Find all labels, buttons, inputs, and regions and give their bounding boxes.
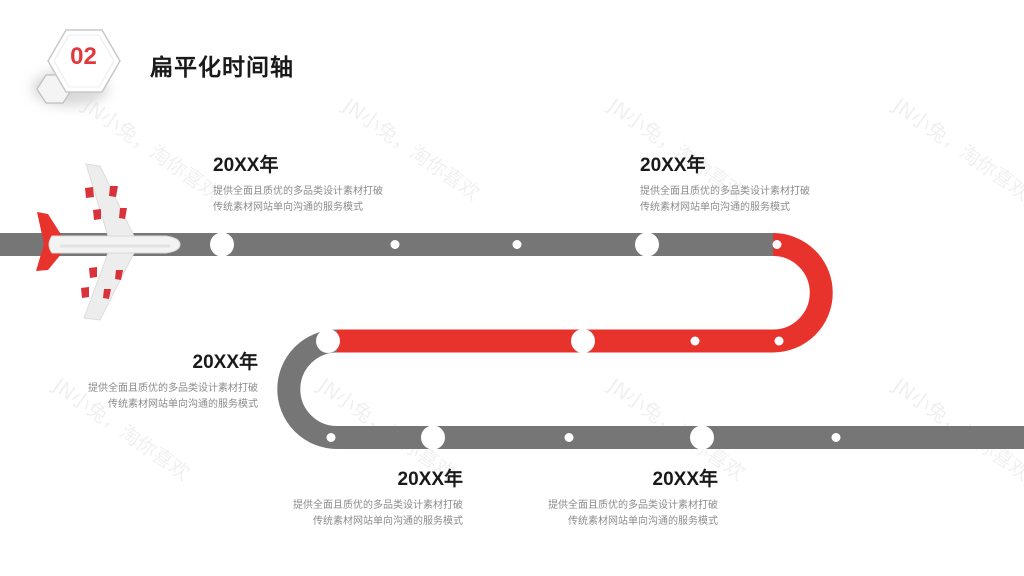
page-title: 扁平化时间轴 <box>150 55 294 81</box>
event-description: 传统素材网站单向沟通的服务模式 <box>568 516 718 527</box>
minor-dot <box>772 240 782 249</box>
minor-dot <box>390 240 400 249</box>
timeline-event: 20XX年 提供全面且质优的多品类设计素材打破 传统素材网站单向沟通的服务模式 <box>213 154 453 216</box>
event-description: 提供全面且质优的多品类设计素材打破 <box>293 500 463 511</box>
timeline-event: 20XX年 提供全面且质优的多品类设计素材打破 传统素材网站单向沟通的服务模式 <box>640 154 880 216</box>
event-description: 传统素材网站单向沟通的服务模式 <box>108 399 258 410</box>
timeline-event: 20XX年 提供全面且质优的多品类设计素材打破 传统素材网站单向沟通的服务模式 <box>223 468 463 530</box>
milestone-node <box>690 425 714 450</box>
event-description: 传统素材网站单向沟通的服务模式 <box>213 202 363 213</box>
minor-dot <box>564 433 574 442</box>
minor-dot <box>831 433 841 442</box>
event-year: 20XX年 <box>640 155 706 176</box>
milestone-node <box>571 329 595 353</box>
timeline-event: 20XX年 提供全面且质优的多品类设计素材打破 传统素材网站单向沟通的服务模式 <box>18 351 258 413</box>
event-description: 传统素材网站单向沟通的服务模式 <box>313 516 463 527</box>
timeline-event: 20XX年 提供全面且质优的多品类设计素材打破 传统素材网站单向沟通的服务模式 <box>478 468 718 530</box>
minor-dot <box>326 433 336 442</box>
event-year: 20XX年 <box>213 155 279 176</box>
milestone-node <box>316 329 340 353</box>
minor-dot <box>512 240 522 249</box>
event-description: 提供全面且质优的多品类设计素材打破 <box>548 500 718 511</box>
event-year: 20XX年 <box>397 469 463 490</box>
event-description: 提供全面且质优的多品类设计素材打破 <box>213 186 383 197</box>
milestone-node <box>210 232 234 257</box>
section-number: 02 <box>70 43 97 70</box>
event-description: 提供全面且质优的多品类设计素材打破 <box>88 383 258 394</box>
milestone-node <box>635 232 659 257</box>
minor-dot <box>774 336 784 346</box>
event-year: 20XX年 <box>652 469 718 490</box>
event-year: 20XX年 <box>192 352 258 373</box>
event-description: 传统素材网站单向沟通的服务模式 <box>640 202 790 213</box>
minor-dot <box>690 336 700 346</box>
event-description: 提供全面且质优的多品类设计素材打破 <box>640 186 810 197</box>
milestone-markers <box>210 232 841 450</box>
section-badge <box>32 29 121 106</box>
milestone-node <box>421 425 445 450</box>
airplane-icon <box>36 163 181 321</box>
